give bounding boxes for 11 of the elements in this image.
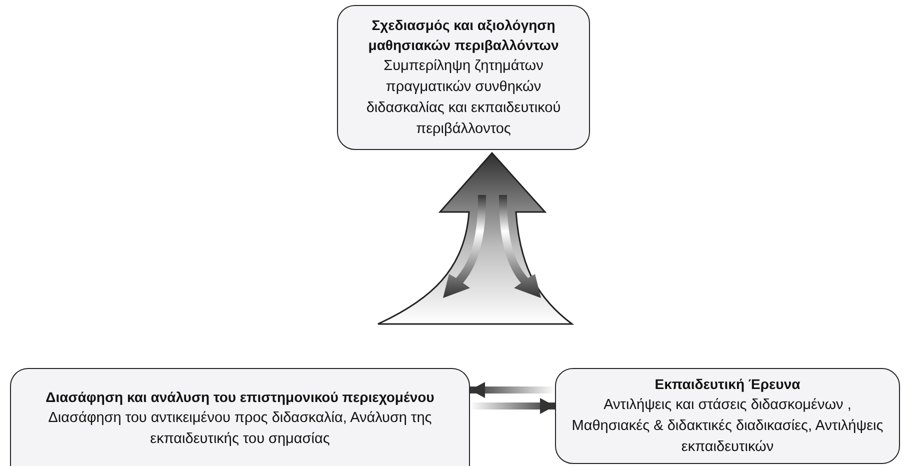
block-arrow: [470, 382, 555, 398]
box-heading: Διασάφηση και ανάλυση του επιστημονικού περιεχομένου: [46, 388, 434, 408]
box-text: Διασάφηση του αντικειμένου προς διδασκαλία, Ανάλυση της εκπαιδευτικής του σημασίας: [47, 408, 433, 449]
text-box: [10, 368, 470, 466]
text-box: [555, 368, 900, 464]
box-text: Συμπερίληψη ζητημάτων πραγματικών συνθηκών διδασκαλίας και εκπαιδευτικού περιβάλλοντος: [365, 56, 562, 139]
text-box: [337, 5, 590, 150]
box-heading: Σχεδιασμός και αξιολόγηση μαθησιακών περιβαλλόντων: [367, 16, 560, 56]
box-text: Αντιλήψεις και στάσεις διδασκομένων , Μαθησιακές & διδακτικές διαδικασίες, Αντιλήψεις εκπαιδευτικών: [570, 396, 884, 457]
block-arrow: [470, 398, 555, 414]
box-heading: Εκπαιδευτική Έρευνα: [654, 375, 800, 394]
